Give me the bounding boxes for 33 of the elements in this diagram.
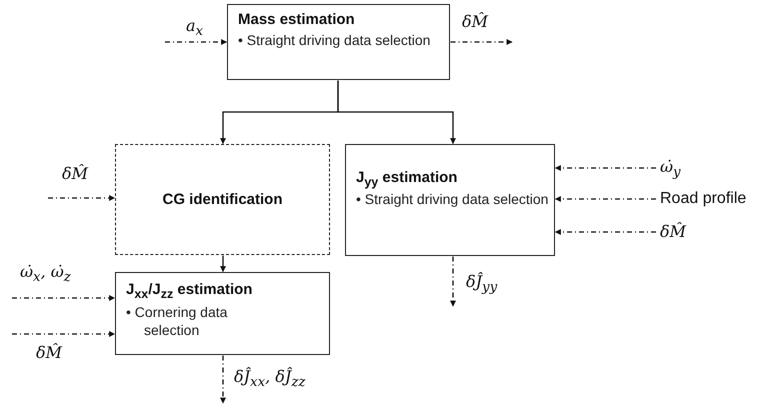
signal-arrow bbox=[48, 195, 116, 201]
edge-label: δĴ$_{xx}$, δĴ$_{zz}$ bbox=[234, 367, 306, 390]
process-box bbox=[227, 4, 450, 80]
edge-label: a$_{x}$ bbox=[186, 16, 204, 40]
arrow bbox=[337, 80, 456, 144]
signal-arrow bbox=[554, 196, 656, 202]
edge-label: δM̂ bbox=[62, 164, 88, 183]
bullet-text: • Straight driving data selection bbox=[356, 190, 549, 208]
signal-arrow bbox=[12, 331, 116, 337]
box-heading: J$_{xx}$/J$_{zz}$ estimation bbox=[126, 281, 252, 301]
edge-label: ω̇$_{x}$, ω̇$_{z}$ bbox=[20, 262, 71, 286]
signal-arrow bbox=[220, 356, 226, 404]
process-box bbox=[115, 272, 330, 355]
arrow bbox=[220, 256, 226, 272]
dashed-process-box bbox=[115, 144, 330, 255]
edge-label: δĴ$_{yy}$ bbox=[466, 272, 498, 296]
box-heading: J$_{yy}$ estimation bbox=[356, 169, 458, 189]
signal-arrow bbox=[554, 165, 656, 171]
signal-label: Road profile bbox=[660, 190, 746, 208]
signal-symbol: δM̂ bbox=[660, 222, 686, 241]
signal-symbol: ω̇$_{y}$ bbox=[660, 157, 681, 180]
box-heading: CG identification bbox=[162, 191, 284, 208]
signal-arrow bbox=[165, 39, 228, 45]
edge-label: δM̂ bbox=[36, 343, 62, 362]
process-box bbox=[345, 144, 555, 256]
bullet-text: • Straight driving data selection bbox=[238, 31, 431, 49]
bullet-text: • Cornering data selection bbox=[126, 303, 228, 339]
signal-arrow bbox=[12, 295, 116, 301]
signal-arrow bbox=[450, 39, 513, 45]
box-heading: Mass estimation bbox=[238, 11, 355, 28]
signal-arrow bbox=[450, 256, 456, 307]
edge-label: δM̂ bbox=[462, 12, 488, 31]
signal-arrow bbox=[554, 229, 656, 235]
